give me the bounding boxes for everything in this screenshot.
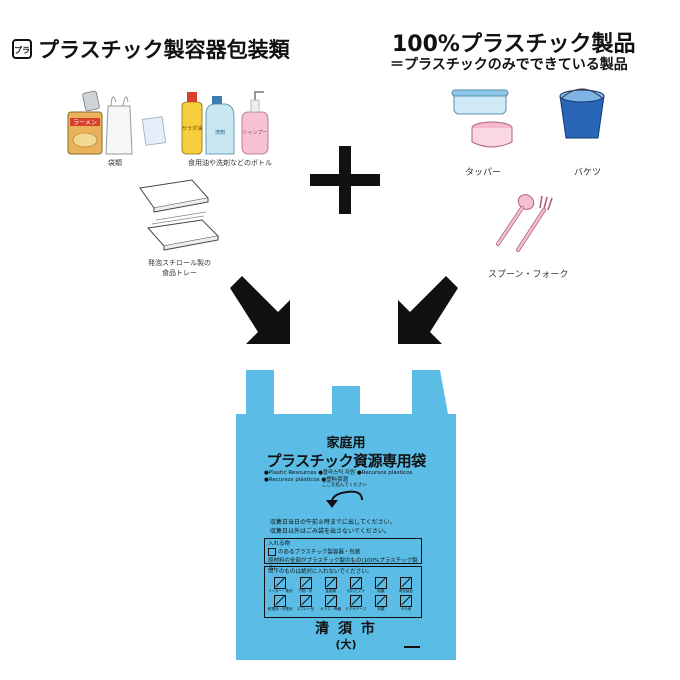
prohibited-item: 紙類: [369, 577, 393, 594]
prohibited-item: ライター・電池: [268, 577, 293, 594]
tupperware-icon: [451, 89, 513, 148]
plus-icon: [310, 146, 380, 214]
bottles-caption: 食用油や洗剤などのボトル: [188, 159, 272, 167]
put-in-box: 入れる物 のあるプラスチック製容器・包装 原材料の全部がプラスチック製のもの(1…: [264, 538, 422, 572]
prohibited-item: 布類: [369, 595, 393, 612]
prohibited-icon: [374, 595, 387, 607]
tray-caption: 発泡スチロール製の 食品トレー: [148, 259, 211, 277]
tie-note: ここを結んでください: [322, 483, 367, 488]
prohibited-icon: [399, 577, 412, 589]
bag-line2: プラスチック資源専用袋: [266, 452, 426, 470]
foam-tray-stack-icon: [147, 211, 220, 251]
spoon-fork-illustration: [496, 194, 553, 252]
spoon-icon: [496, 194, 535, 246]
prohibited-icon: [399, 595, 412, 607]
prohibited-item: 刃物・針: [294, 577, 318, 594]
prohibited-item: その他: [394, 595, 418, 612]
prohibited-item: 汚れたプラ: [344, 577, 368, 594]
prohibited-item: 乾電池・充電池: [268, 595, 293, 612]
left-items-illustration: ラーメン サラダ油 洗剤 シャンプー: [67, 90, 269, 155]
arrow-down-left-icon: [398, 276, 458, 344]
right-header-title: 100%プラスチック製品: [392, 32, 636, 57]
prohibited-icon: [274, 577, 287, 589]
right-items-illustration: [451, 88, 605, 148]
prohibited-item: ガラス・陶器: [319, 595, 343, 612]
bucket-icon: [559, 88, 605, 139]
plastic-mark-small-icon: [268, 548, 276, 556]
prohibited-icon: [349, 595, 362, 607]
foam-tray-icon: [139, 179, 209, 213]
svg-text:サラダ油: サラダ油: [182, 125, 202, 132]
prohibited-icon: [324, 595, 337, 607]
detergent-bottle-icon: 洗剤: [205, 96, 235, 155]
bag-city: 清 須 市: [315, 621, 377, 637]
bucket-caption: バケツ: [574, 168, 602, 178]
prohibited-item: ビデオテープ: [344, 595, 368, 612]
prohibited-icon: [299, 577, 312, 589]
do-not-put-box: 以下のものは絶対に入れないでください。 ライター・電池 刃物・針 金属類 汚れた…: [264, 566, 422, 618]
svg-text:シャンプー: シャンプー: [243, 130, 268, 136]
collection-notes: 収集日当日の午前８時までに出してください。 収集日以外はごみ袋を出さないでくださ…: [270, 519, 396, 535]
prohibited-item: 電化製品: [394, 577, 418, 594]
prohibited-icon: [274, 595, 287, 607]
bag-line1: 家庭用: [326, 436, 366, 451]
bag-mark-dash: [404, 646, 420, 648]
bags-caption: 袋類: [108, 159, 122, 167]
bag-shape: [236, 370, 456, 660]
arrow-down-right-icon: [230, 276, 290, 344]
svg-text:洗剤: 洗剤: [215, 129, 225, 136]
svg-text:ラーメン: ラーメン: [73, 120, 97, 127]
bag-size: (大): [335, 638, 357, 651]
spoon-fork-caption: スプーン・フォーク: [488, 270, 569, 280]
left-header: プラ プラスチック製容器包装類: [12, 34, 290, 64]
ramen-bag-icon: ラーメン: [67, 111, 103, 155]
plastic-resource-bag: 家庭用 プラスチック資源専用袋 ●Plastic Resources ●플라스틱…: [236, 370, 456, 660]
fork-icon: [516, 195, 553, 252]
prohibited-icon: [324, 577, 337, 589]
plastic-bag-icon: [105, 96, 133, 155]
tie-here-arrow-icon: [326, 490, 363, 508]
tupper-caption: タッパー: [465, 168, 502, 178]
snack-packet-icon: [82, 90, 100, 112]
prohibited-icon: [299, 595, 312, 607]
right-header-subtitle: ＝プラスチックのみでできている製品: [390, 57, 628, 73]
prohibited-icon: [374, 577, 387, 589]
oil-bottle-icon: サラダ油: [181, 92, 203, 155]
shampoo-bottle-icon: シャンプー: [241, 91, 269, 155]
bag-languages: ●Plastic Resources ●플라스틱 자원 ●Recursos pl…: [264, 470, 413, 483]
prohibited-item: 金属類: [319, 577, 343, 594]
prohibited-icon: [349, 577, 362, 589]
foam-tray-illustration: [139, 179, 220, 251]
prohibited-item: スプレー缶: [294, 595, 318, 612]
prohibited-items-grid: ライター・電池 刃物・針 金属類 汚れたプラ 紙類 電化製品 乾電池・充電池 ス…: [268, 577, 418, 612]
left-header-title: プラスチック製容器包装類: [38, 38, 290, 62]
recycle-plastic-mark-icon: プラ: [12, 39, 32, 59]
film-wrap-icon: [141, 116, 167, 146]
